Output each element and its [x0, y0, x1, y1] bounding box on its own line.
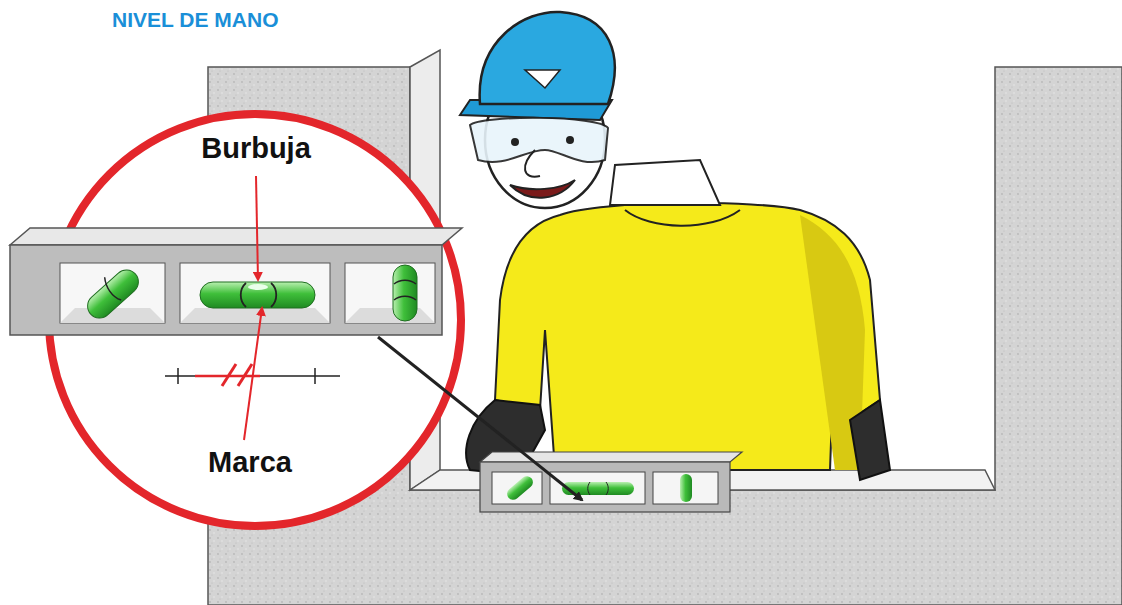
- vertical-vial: [393, 265, 417, 321]
- helmet-logo: [525, 70, 560, 88]
- helmet: [480, 12, 615, 104]
- hand-level-enlarged: [10, 228, 462, 335]
- bubble-leader: [256, 176, 258, 280]
- nose: [525, 150, 540, 177]
- hand-level: [480, 452, 742, 512]
- zoom-arrow: [378, 337, 582, 500]
- worker: [460, 12, 890, 480]
- callout-circle: [49, 114, 461, 526]
- horizontal-vial: [200, 282, 315, 308]
- smile: [510, 180, 575, 198]
- eye: [566, 136, 574, 144]
- right-glove: [850, 400, 890, 480]
- neck: [610, 160, 720, 205]
- bubble: [248, 284, 268, 290]
- safety-goggles: [470, 118, 608, 162]
- mark-leader: [244, 308, 262, 440]
- eye: [511, 138, 519, 146]
- part-label: Marca: [208, 446, 292, 479]
- shirt-collar: [625, 210, 740, 226]
- part-label: Burbuja: [201, 132, 311, 165]
- diagonal-vial: [83, 265, 144, 323]
- diagram-title: NIVEL DE MANO: [112, 8, 278, 32]
- vial-mark: [241, 283, 277, 307]
- yellow-shirt: [495, 203, 880, 470]
